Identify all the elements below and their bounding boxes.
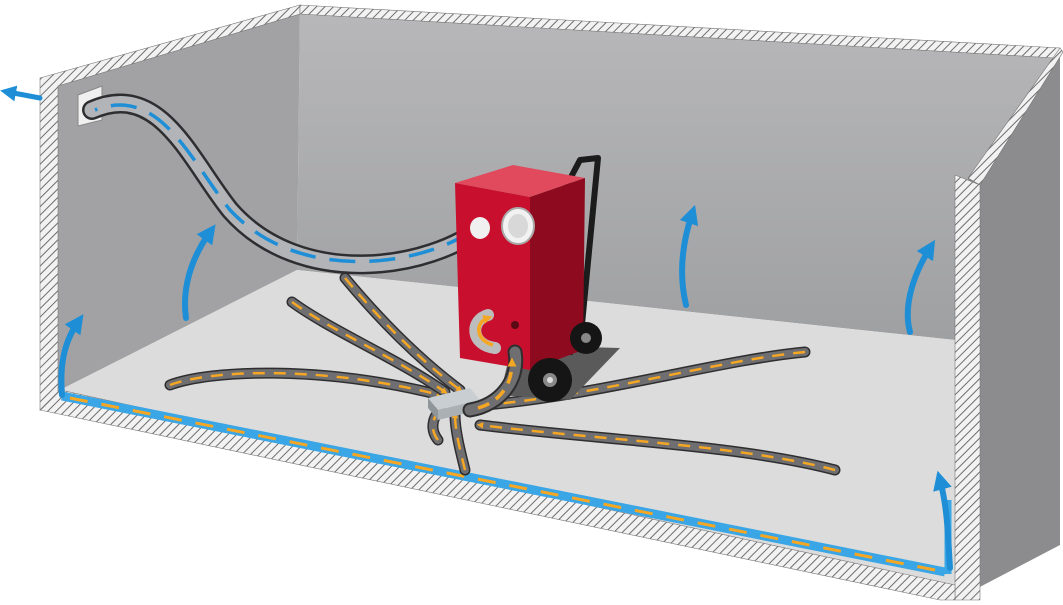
suction-hose-right-upper-flow-arrow <box>481 350 806 408</box>
dehumidifier-icon <box>455 155 620 402</box>
airflow-arrow-left-corner <box>58 314 84 398</box>
suction-hose-right-lower <box>474 419 841 476</box>
right-wall-cut-face <box>954 174 981 601</box>
airflow-arrow-back-wall <box>679 204 699 308</box>
airflow-arrow-exhaust <box>0 85 43 102</box>
unit-wheel-front <box>528 358 572 402</box>
suction-hose-front <box>449 409 471 476</box>
suction-hose-right-lower-flow-arrow <box>476 422 836 472</box>
suction-hose-back-mid <box>339 272 466 396</box>
unit-wheel-rear <box>570 322 602 354</box>
main-suction-hose <box>462 344 524 418</box>
airflow-arrow-left-wall-1 <box>182 224 216 321</box>
suction-hose-right-upper <box>479 346 811 411</box>
exhaust-hose <box>82 93 495 275</box>
suction-hose-front-flow-arrow <box>451 411 467 471</box>
airflow-arrows <box>0 85 953 571</box>
exhaust-flow-arrow <box>94 103 471 264</box>
unit-side <box>530 178 585 370</box>
right-wall <box>955 48 1060 600</box>
airflow-arrow-right-back <box>904 239 936 335</box>
suction-hose-left <box>164 367 446 401</box>
airflow-arrow-right-corner <box>933 470 953 571</box>
suction-hose-back-left <box>286 296 451 398</box>
suction-hoses <box>69 272 936 572</box>
unit-inlet-port <box>470 217 490 239</box>
suction-hose-back-left-flow-arrow <box>291 300 448 394</box>
unit-top <box>455 165 585 197</box>
suction-hose-left-flow-arrow <box>169 371 444 398</box>
floor-slab-edge <box>39 389 956 601</box>
